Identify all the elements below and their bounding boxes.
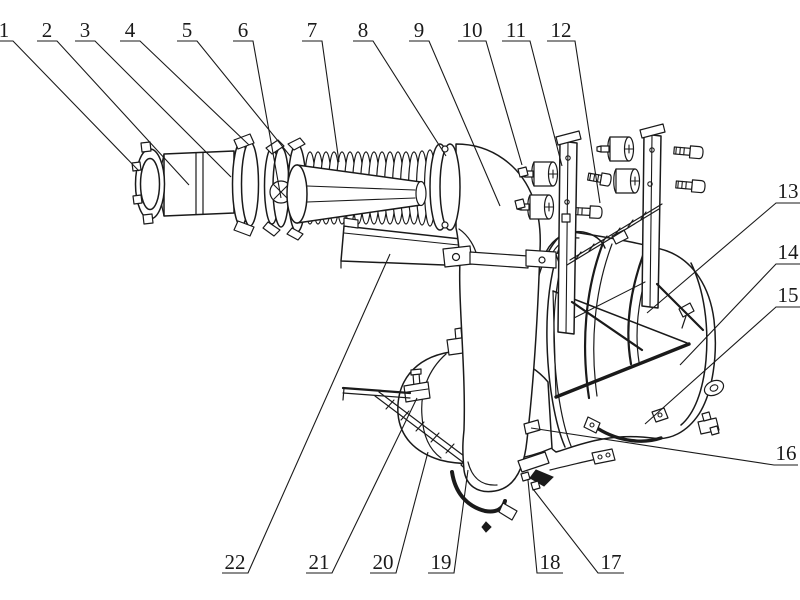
callout-7-label: 7	[307, 18, 318, 42]
callout-16-leader	[530, 427, 798, 466]
callout-9-label: 9	[414, 18, 425, 42]
callout-12: 12	[547, 18, 601, 204]
callout-2-label: 2	[42, 18, 53, 42]
callout-6: 6	[233, 18, 282, 199]
callout-9: 9	[409, 18, 501, 207]
callout-11: 11	[502, 18, 563, 167]
callout-7: 7	[302, 18, 340, 163]
support-bracket-bar	[340, 217, 471, 269]
callout-2: 2	[37, 18, 190, 186]
bolt	[675, 179, 706, 194]
callout-6-label: 6	[238, 18, 249, 42]
callout-15-leader	[644, 306, 800, 425]
callout-13-label: 13	[778, 179, 799, 203]
callout-5-leader	[177, 40, 292, 158]
callout-3-leader	[75, 40, 232, 178]
callout-18-label: 18	[540, 550, 561, 574]
callout-14-label: 14	[778, 240, 800, 264]
rubber-mount	[596, 136, 635, 162]
callout-7-leader	[302, 40, 340, 163]
callout-17: 17	[532, 488, 624, 574]
callout-15: 15	[644, 283, 800, 425]
callout-8-leader	[353, 40, 447, 157]
muffler-body	[528, 229, 725, 453]
callout-8-label: 8	[358, 18, 369, 42]
hanger-straps	[555, 123, 705, 352]
callout-1: 1	[0, 18, 140, 172]
callout-22-label: 22	[225, 550, 246, 574]
muffler-bottom-strap	[583, 407, 720, 443]
callout-5-label: 5	[182, 18, 193, 42]
bolt	[587, 172, 612, 187]
callout-11-leader	[502, 40, 563, 167]
callout-16-label: 16	[776, 441, 797, 465]
callout-21-leader	[306, 397, 418, 574]
callout-1-label: 1	[0, 18, 9, 42]
callout-20-label: 20	[373, 550, 394, 574]
rubber-mount	[613, 168, 641, 194]
callout-22-leader	[222, 253, 391, 574]
callout-4: 4	[120, 18, 250, 146]
callout-10-leader	[458, 40, 523, 166]
rubber-mount	[520, 161, 559, 187]
callout-20-leader	[370, 451, 429, 574]
callout-4-label: 4	[125, 18, 136, 42]
callout-19-leader	[428, 469, 469, 574]
callout-18: 18	[527, 479, 563, 574]
inner-cone	[286, 164, 427, 224]
callout-12-label: 12	[551, 18, 572, 42]
callout-4-leader	[120, 40, 250, 146]
callout-14-leader	[679, 263, 800, 366]
callout-15-label: 15	[778, 283, 799, 307]
callout-5: 5	[177, 18, 292, 158]
callout-11-label: 11	[506, 18, 526, 42]
callout-16: 16	[530, 427, 798, 466]
callout-19: 19	[428, 469, 469, 574]
rubber-mounts	[516, 136, 641, 220]
callout-8: 8	[353, 18, 447, 157]
callout-17-leader	[532, 488, 624, 574]
callout-19-label: 19	[431, 550, 452, 574]
callout-6-leader	[233, 40, 282, 199]
pipe-clamp-cluster	[517, 419, 616, 491]
link-plates	[442, 245, 571, 269]
callout-10: 10	[458, 18, 523, 166]
callout-13: 13	[646, 179, 800, 314]
catalytic-converter	[131, 133, 307, 241]
bolt	[575, 205, 603, 219]
callout-12-leader	[547, 40, 601, 204]
fastener-bolts	[514, 145, 706, 219]
bellows-end-flange	[429, 143, 461, 231]
bottom-hanger-hook	[450, 470, 518, 533]
heat-shield-edge	[554, 342, 691, 399]
callout-9-leader	[409, 40, 501, 207]
callout-1-leader	[0, 40, 140, 172]
callout-10-label: 10	[462, 18, 483, 42]
callout-13-leader	[646, 202, 800, 314]
callout-3: 3	[75, 18, 232, 178]
callout-3-label: 3	[80, 18, 91, 42]
callout-2-leader	[37, 40, 190, 186]
callout-14: 14	[679, 240, 800, 366]
small-bolt	[514, 198, 526, 210]
elbow-downpipe	[455, 143, 541, 493]
callout-17-label: 17	[601, 550, 622, 574]
callout-21: 21	[306, 397, 418, 574]
small-bolt	[517, 166, 529, 178]
callout-21-label: 21	[309, 550, 330, 574]
bolt	[673, 145, 704, 160]
callout-20: 20	[370, 451, 429, 574]
callout-18-leader	[527, 479, 563, 574]
callout-22: 22	[222, 253, 391, 574]
